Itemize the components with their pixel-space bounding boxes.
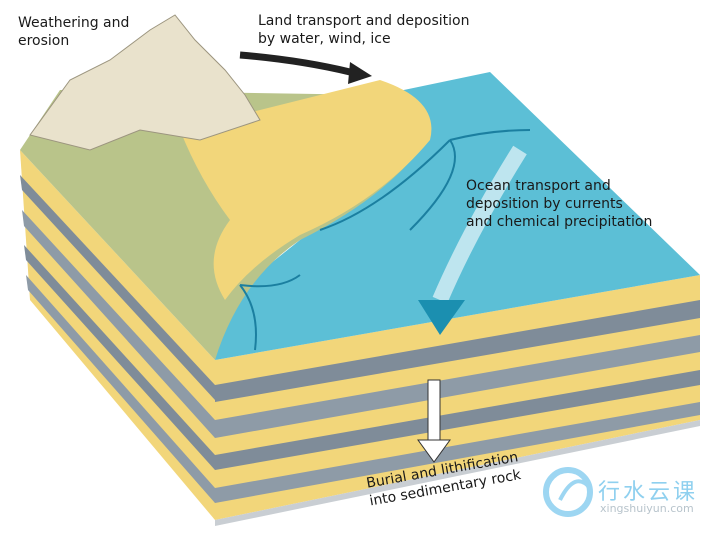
label-weathering: Weathering and erosion bbox=[18, 14, 129, 50]
label-line: by water, wind, ice bbox=[258, 31, 391, 47]
watermark-url: xingshuiyun.com bbox=[600, 502, 694, 515]
watermark-chinese: 行水云课 bbox=[598, 480, 699, 505]
watermark-wave-logo bbox=[543, 467, 593, 517]
right-face-strata bbox=[215, 275, 700, 526]
deposition-arrow bbox=[432, 145, 527, 304]
label-land-transport: Land transport and deposition by water, … bbox=[258, 12, 469, 48]
left-face-strata bbox=[20, 150, 215, 520]
burial-arrow bbox=[417, 379, 451, 463]
land-transport-arrow bbox=[239, 51, 351, 76]
label-line: Land transport and deposition bbox=[258, 13, 470, 29]
label-line: erosion bbox=[18, 33, 70, 49]
ocean-current-arrows bbox=[239, 129, 531, 351]
label-line: Weathering and bbox=[18, 15, 130, 31]
label-line: Ocean transport and bbox=[466, 178, 611, 194]
mountains bbox=[29, 14, 261, 151]
label-line: and chemical precipitation bbox=[466, 214, 653, 230]
coastal-sand bbox=[180, 80, 432, 300]
label-ocean-transport: Ocean transport and deposition by curren… bbox=[466, 177, 652, 231]
label-line: deposition by currents bbox=[466, 196, 623, 212]
ocean-surface bbox=[215, 72, 700, 360]
